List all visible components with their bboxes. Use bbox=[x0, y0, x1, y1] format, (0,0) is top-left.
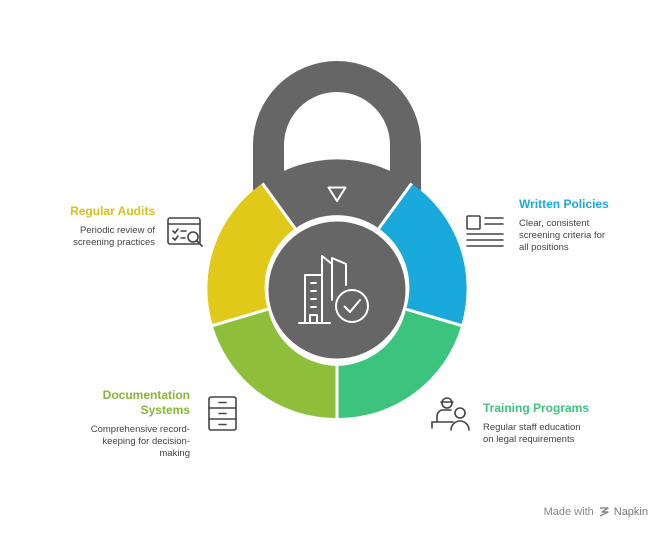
regular-audits-title: Regular Audits bbox=[70, 204, 155, 218]
training-programs-desc: Regular staff education on legal require… bbox=[483, 422, 581, 445]
made-with-napkin[interactable]: Made with Napkin bbox=[544, 506, 648, 518]
audit-search-icon bbox=[167, 217, 203, 247]
document-lines-icon bbox=[466, 215, 504, 247]
teacher-student-icon bbox=[431, 397, 470, 431]
written-policies-segment bbox=[378, 183, 467, 326]
footer-brand: Napkin bbox=[613, 506, 648, 518]
napkin-logo-icon bbox=[599, 507, 609, 517]
training-programs-segment bbox=[337, 309, 462, 419]
segment-dividers bbox=[212, 182, 462, 418]
building-check-icon bbox=[298, 255, 369, 324]
center-circle bbox=[265, 218, 409, 362]
documentation-systems-label: Documentation Systems Comprehensive reco… bbox=[91, 388, 190, 460]
written-policies-title: Written Policies bbox=[519, 197, 609, 211]
triangle-down-icon bbox=[327, 186, 347, 202]
documentation-systems-segment bbox=[212, 309, 337, 419]
written-policies-label: Written Policies Clear, consistent scree… bbox=[519, 197, 609, 254]
training-programs-title: Training Programs bbox=[483, 401, 590, 415]
footer-prefix: Made with bbox=[543, 506, 594, 518]
documentation-systems-desc: Comprehensive record- keeping for decisi… bbox=[90, 424, 190, 459]
written-policies-desc: Clear, consistent screening criteria for… bbox=[519, 218, 606, 253]
top-segment bbox=[262, 159, 412, 229]
filing-cabinet-icon bbox=[208, 396, 237, 431]
training-programs-label: Training Programs Regular staff educatio… bbox=[483, 401, 589, 446]
regular-audits-label: Regular Audits Periodic review of screen… bbox=[70, 204, 155, 249]
documentation-systems-title: Documentation Systems bbox=[102, 388, 190, 417]
lock-shackle bbox=[253, 61, 421, 190]
regular-audits-desc: Periodic review of screening practices bbox=[73, 225, 155, 248]
regular-audits-segment bbox=[207, 183, 296, 326]
